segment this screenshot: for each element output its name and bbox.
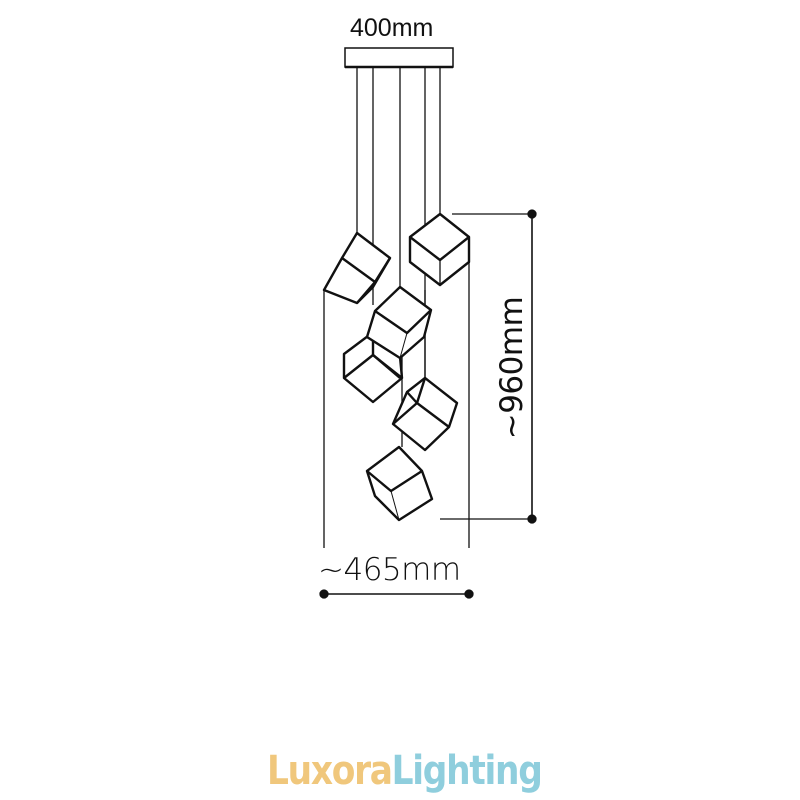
canopy-width-label: 400mm (350, 14, 434, 42)
cube-pendant-3 (365, 285, 433, 360)
drop-height-label: ~960mm (494, 296, 530, 440)
width-dimension (319, 262, 474, 599)
suspension-cables (356, 67, 441, 447)
cube-pendant-1 (322, 231, 392, 305)
height-dimension (440, 209, 537, 524)
brand-name-part2: Lighting (391, 748, 543, 794)
cube-pendant-6 (365, 445, 434, 522)
brand-logo: LuxoraLighting (267, 748, 543, 794)
overall-width-label: ~465mm (318, 552, 461, 588)
brand-name-part1: Luxora (267, 748, 393, 794)
cube-pendant-5 (391, 376, 459, 452)
ceiling-canopy (344, 47, 454, 68)
cube-pendant-2 (408, 212, 471, 287)
